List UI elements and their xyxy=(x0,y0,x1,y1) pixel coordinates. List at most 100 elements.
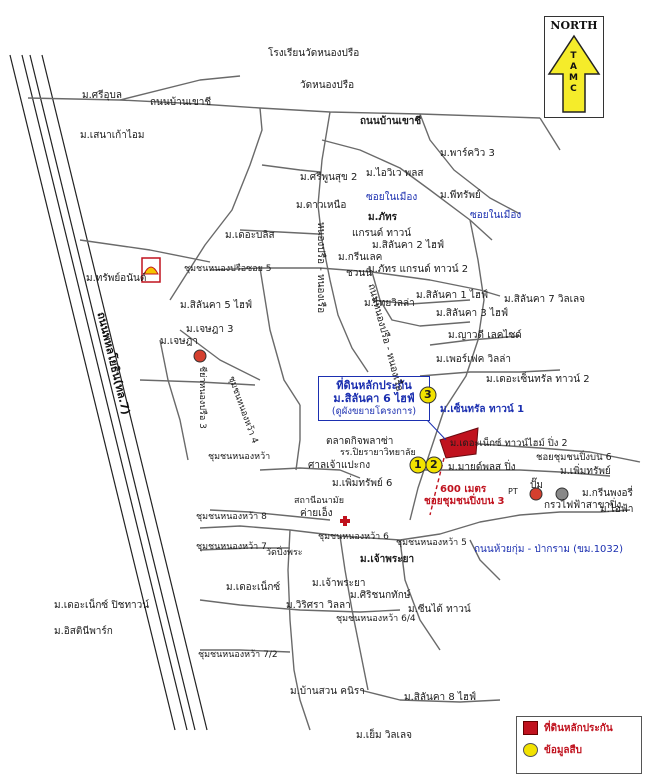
label-silanka-7: ม.สิลันคา 7 วิลเลจ xyxy=(504,294,586,305)
marker-1: 1 xyxy=(414,458,422,471)
label-siri-chanok: ม.ศิริชนกทักษ์ xyxy=(350,590,411,601)
label-jetsada-3: ม.เจษฎา 3 xyxy=(186,324,234,335)
label-phoem-sap-6: ม.เพิ่มทรัพย์ 6 xyxy=(332,478,393,489)
label-kit-plaza: ตลาดกิจพลาซ่า xyxy=(326,436,394,447)
label-pt: PT xyxy=(508,487,518,496)
map-pins xyxy=(193,349,569,501)
label-perfect-villa: ม.เพอร์เฟค วิลล่า xyxy=(436,354,512,365)
label-chumchon-nongwa-6-4: ชุมชนหนองหว้า 6/4 xyxy=(336,614,416,624)
legend-item-survey: ข้อมูลสืบ xyxy=(517,739,641,761)
label-wat-nongprue: วัดหนองปรือ xyxy=(300,80,355,91)
label-chaophraya-2: ม.เจ้าพระยา xyxy=(312,578,366,589)
label-the-bliss: ม.เดอะบลิส xyxy=(225,230,275,241)
label-the-central-2: ม.เดอะเซ็นทรัล ทาวน์ 2 xyxy=(486,374,590,385)
label-chumchon-nongwa-7: ชุมชนหนองหว้า 7 xyxy=(196,542,267,552)
label-wirisara-villa: ม.วิริศรา วิลลา xyxy=(286,600,351,611)
label-ivy-plus: ม.ไอวิเว พลส xyxy=(366,168,424,179)
legend-item-collateral: ที่ดินหลักประกัน xyxy=(517,717,641,739)
label-chumchon-nongwa: ชุมชนหนองหว้า xyxy=(208,452,271,462)
label-silanka-3: ม.สิลันคา 3 ไฮฟ์ xyxy=(436,308,509,319)
label-chiya-nongprue-3: ชีย่าหนองปรือ 3 xyxy=(197,366,207,429)
label-sri-ubon: ม.ศรีอุบล xyxy=(82,90,122,101)
north-arrow: NORTH T A M C xyxy=(544,16,604,118)
label-grand-town: แกรนด์ ทาวน์ xyxy=(352,228,412,239)
north-title: NORTH xyxy=(550,19,598,32)
label-silanka-2: ม.สิลันคา 2 ไฮฟ์ xyxy=(372,240,445,251)
label-chuannni: ชวนนิ xyxy=(346,268,373,279)
label-dao-nuea: ม.ดาวเหนือ xyxy=(296,200,347,211)
legend-label-collateral: ที่ดินหลักประกัน xyxy=(544,722,613,734)
label-the-next: ม.เดอะเน็กซ์ xyxy=(226,582,281,593)
roads xyxy=(27,75,641,731)
label-piyaraya-school: รร.ปิยรายาวิทยาลัย xyxy=(340,448,416,458)
label-road-huaykum: ถนนห้วยกุ่ม - ป่ากราม (ขม.1032) xyxy=(474,544,624,555)
label-thai-villa: ม.ไทยวิลล่า xyxy=(364,298,415,309)
label-chumchon-nongprue-5: ชุมชนหนองปรือซอย 5 xyxy=(184,264,272,274)
label-pae-kong-shrine: ศาลเจ้าแปะกง xyxy=(308,460,371,471)
label-wat-pingphra: วัดปิ่งพระ xyxy=(266,548,303,558)
callout-line-2: ม.สิลันคา 6 ไฮฟ์ xyxy=(333,392,415,405)
label-baan-suan-kanira: ม.บ้านสวน คนิรา xyxy=(290,686,365,697)
distance-label: 600 เมตร xyxy=(440,484,487,495)
north-letter-1: T xyxy=(570,51,577,61)
label-silanka-1: ม.สิลันคา 1 ไฮฟ์ xyxy=(416,290,489,301)
label-chumchon-nongwa-8: ชุมชนหนองหว้า 8 xyxy=(196,512,267,522)
marker-2: 2 xyxy=(430,458,438,471)
label-jetsada: ม.เจษฎา xyxy=(160,336,198,347)
legend: ที่ดินหลักประกัน ข้อมูลสืบ xyxy=(516,716,642,774)
label-isteenee-park: ม.อิสตินีพาร์ก xyxy=(54,626,113,637)
label-yawadee-lakeside: ม.ญาวดี เลคไซด์ xyxy=(448,330,522,341)
label-road-khaochi-2: ถนนบ้านเขาชี xyxy=(360,116,422,127)
label-electricity-office: กรวไฟฟ้าสาขาปิ่ง xyxy=(544,500,622,511)
legend-square-icon xyxy=(523,721,538,735)
label-mind-plus: ม.มายด์พลส ปิ่ง xyxy=(448,462,516,473)
legend-label-survey: ข้อมูลสืบ xyxy=(544,744,583,756)
label-the-next-pitch: ม.เดอะเน็กซ์ ปิชทาวน์ xyxy=(54,600,150,611)
label-soi-naimueang-2: ซอยในเมือง xyxy=(470,210,522,221)
highway xyxy=(9,54,208,731)
label-road-nongprue-nongruea: หนองปรือ - หนองเรือ xyxy=(315,222,326,314)
label-park-view-3: ม.พาร์ควิว 3 xyxy=(440,148,495,159)
label-gas-pump: ปั๊ม xyxy=(530,480,543,491)
callout-line-3: (ดูผังขยายโครงการ) xyxy=(331,406,417,417)
label-silanka-5: ม.สิลันคา 5 ไฮฟ์ xyxy=(180,300,253,311)
north-letter-4: C xyxy=(570,84,577,94)
callout-line-1: ที่ดินหลักประกัน xyxy=(336,379,412,392)
label-school-nongprue: โรงเรียนวัดหนองปรือ xyxy=(268,48,360,59)
label-phattra: ม.ภัทร xyxy=(368,212,397,223)
label-khai-eng: ค่ายเอ็ง xyxy=(300,508,333,519)
north-letter-2: A xyxy=(570,62,577,72)
label-pee-sap: ม.พีทรัพย์ xyxy=(440,190,481,201)
label-soi-naimueang-1: ซอยในเมือง xyxy=(366,192,418,203)
label-phattra-grand-2: ม.ภัทร แกรนด์ ทาวน์ 2 xyxy=(368,264,469,275)
collateral-parcel xyxy=(439,427,479,459)
label-ifah: ม.ไอฟ้า xyxy=(600,504,634,515)
health-station-icon xyxy=(340,516,350,526)
label-health-station: สถานีอนามัย xyxy=(294,496,344,506)
label-sripoonsuk-2: ม.ศรีพูนสุข 2 xyxy=(300,172,358,183)
label-green-lake: ม.กรีนเลค xyxy=(338,252,383,263)
label-central-town-1: ม.เซ็นทรัล ทาวน์ 1 xyxy=(440,404,525,415)
label-road-khaochi-1: ถนนบ้านเขาชี xyxy=(150,97,212,108)
marker-3: 3 xyxy=(424,388,432,401)
label-phoem-sap: ม.เพิ่มทรัพย์ xyxy=(560,466,611,477)
label-green-pongori: ม.กรีนพงอรี่ xyxy=(582,488,633,499)
label-sena-kao: ม.เสนาเก้าไอม xyxy=(80,130,145,141)
label-yem-village: ม.เย็ม วิลเลจ xyxy=(356,730,412,741)
north-arrow-icon xyxy=(547,34,601,113)
label-chumchon-nongwa-6: ชุมชนหนองหว้า 6 xyxy=(318,532,389,542)
label-sap-anan: ม.ทรัพย์อนันต์ xyxy=(86,273,147,284)
label-seen-dai-town: ม.ซีนได้ ทาวน์ xyxy=(408,604,471,615)
label-the-next-town-2: ม.เดอะเน็กซ์ ทาวน์ไฮม์ ปิ่ง 2 xyxy=(450,438,568,449)
label-chumchon-nongwa-5: ชุมชนหนองหว้า 5 xyxy=(396,538,467,548)
label-silanka-8: ม.สิลันคา 8 ไฮฟ์ xyxy=(404,692,477,703)
north-letter-3: M xyxy=(569,73,578,83)
label-chumchon-nongwa-7-2: ชุมชนหนองหว้า 7/2 xyxy=(198,650,278,660)
collateral-callout: ที่ดินหลักประกัน ม.สิลันคา 6 ไฮฟ์ (ดูผัง… xyxy=(318,376,430,421)
gas-station-icon xyxy=(141,257,161,283)
label-chaophraya-1: ม.เจ้าพระยา xyxy=(360,554,415,565)
label-soi-pingbon-3: ชอยชุมชนปิ่งบน 3 xyxy=(424,496,505,507)
label-soi-pingbon-6: ชอยชุมชนปิ่งบน 6 xyxy=(536,452,612,463)
